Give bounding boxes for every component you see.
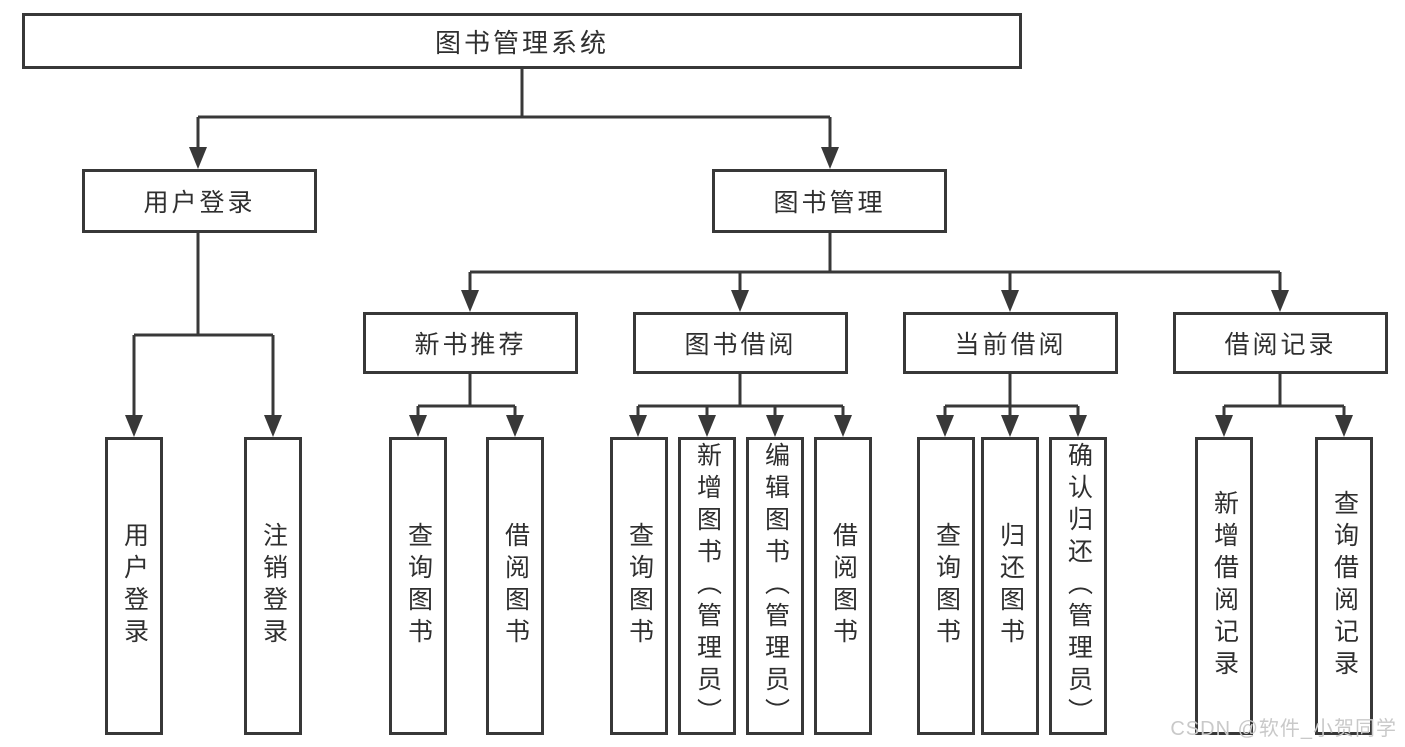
leaf-query-books-recommend-label: 查询图书 (404, 522, 433, 650)
leaf-confirm-return-admin: 确认归还（管理员） (1049, 437, 1107, 735)
csdn-watermark: CSDN @软件_小贺同学 (1170, 718, 1397, 740)
leaf-query-books-recommend: 查询图书 (389, 437, 447, 735)
connector-book-borrow-to-leaves (629, 374, 852, 437)
leaf-return-books-label: 归还图书 (996, 522, 1025, 650)
leaf-logout: 注销登录 (244, 437, 302, 735)
connector-borrow-records-to-leaves (1215, 374, 1353, 437)
node-user-login: 用户登录 (82, 169, 317, 233)
connector-book-management-to-level3 (461, 233, 1289, 312)
node-borrow-records-label: 借阅记录 (1224, 331, 1337, 359)
node-book-management-label: 图书管理 (773, 189, 886, 217)
leaf-edit-book-admin: 编辑图书（管理员） (746, 437, 804, 735)
node-new-book-recommend-label: 新书推荐 (414, 331, 527, 359)
leaf-add-book-admin-label: 新增图书（管理员） (693, 442, 722, 730)
leaf-query-books-borrow-label: 查询图书 (625, 522, 654, 650)
leaf-logout-label: 注销登录 (259, 522, 288, 650)
leaf-query-books-current-label: 查询图书 (932, 522, 961, 650)
leaf-query-borrow-record: 查询借阅记录 (1315, 437, 1373, 735)
leaf-query-borrow-record-label: 查询借阅记录 (1330, 490, 1359, 682)
leaf-borrow-books-recommend-label: 借阅图书 (501, 522, 530, 650)
node-user-login-label: 用户登录 (143, 189, 256, 217)
leaf-return-books: 归还图书 (981, 437, 1039, 735)
node-book-management: 图书管理 (712, 169, 947, 233)
leaf-add-borrow-record-label: 新增借阅记录 (1210, 490, 1239, 682)
node-book-borrow: 图书借阅 (633, 312, 848, 374)
leaf-confirm-return-admin-label: 确认归还（管理员） (1064, 442, 1093, 730)
node-root-label: 图书管理系统 (434, 27, 609, 58)
node-current-borrow: 当前借阅 (903, 312, 1118, 374)
leaf-add-borrow-record: 新增借阅记录 (1195, 437, 1253, 735)
connector-current-borrow-to-leaves (936, 374, 1087, 437)
leaf-query-books-current: 查询图书 (917, 437, 975, 735)
connector-new-book-to-leaves (409, 374, 524, 437)
leaf-add-book-admin: 新增图书（管理员） (678, 437, 736, 735)
leaf-user-login-label: 用户登录 (120, 522, 149, 650)
node-current-borrow-label: 当前借阅 (954, 331, 1067, 359)
node-root: 图书管理系统 (22, 13, 1022, 69)
node-borrow-records: 借阅记录 (1173, 312, 1388, 374)
leaf-borrow-books-borrow-label: 借阅图书 (829, 522, 858, 650)
connector-root-to-level2 (189, 69, 839, 169)
leaf-query-books-borrow: 查询图书 (610, 437, 668, 735)
leaf-borrow-books-borrow: 借阅图书 (814, 437, 872, 735)
leaf-borrow-books-recommend: 借阅图书 (486, 437, 544, 735)
node-book-borrow-label: 图书借阅 (684, 331, 797, 359)
leaf-edit-book-admin-label: 编辑图书（管理员） (761, 442, 790, 730)
leaf-user-login: 用户登录 (105, 437, 163, 735)
connector-user-login-to-leaves (125, 233, 282, 437)
node-new-book-recommend: 新书推荐 (363, 312, 578, 374)
